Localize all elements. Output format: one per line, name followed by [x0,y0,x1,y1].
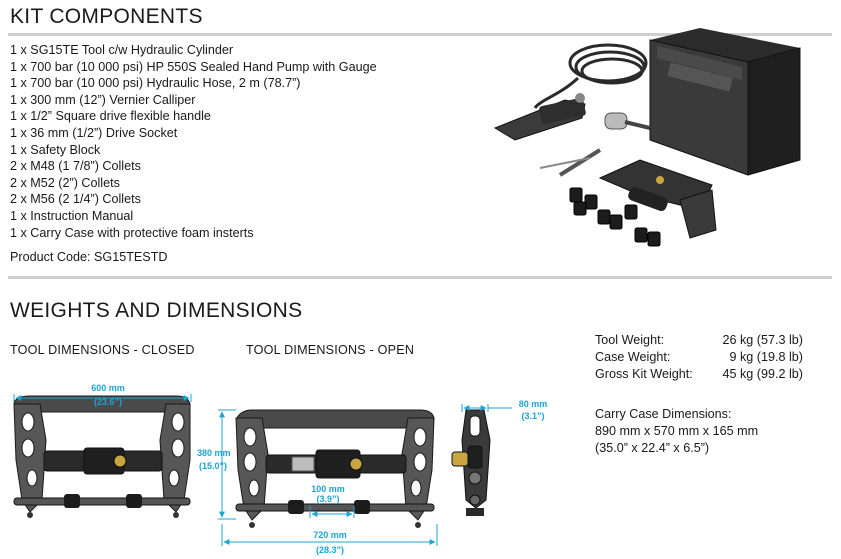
tool-weight-value: 26 kg (57.3 lb) [722,333,803,347]
hydraulic-hose-image [533,43,648,109]
case-weight-label: Case Weight: [595,350,671,364]
kit-items-list: 1 x SG15TE Tool c/w Hydraulic Cylinder 1… [10,42,377,241]
open-width-in: (28.3”) [316,545,344,555]
side-view-drawing [451,409,491,516]
gross-weight-row: Gross Kit Weight: 45 kg (99.2 lb) [595,367,803,381]
kit-item: 1 x Carry Case with protective foam inst… [10,225,254,240]
kit-item: 1 x Instruction Manual [10,208,134,223]
carry-case-metric: 890 mm x 570 mm x 165 mm [595,424,759,438]
kit-item: 2 x M52 (2”) Collets [10,175,120,190]
kit-item: 1 x 700 bar (10 000 psi) Hydraulic Hose,… [10,76,301,91]
kit-item: 2 x M56 (2 1/4”) Collets [10,192,141,207]
tool-weight-label: Tool Weight: [595,333,665,347]
depth-mm: 80 mm [519,399,548,409]
kit-item: 1 x 300 mm (12”) Vernier Calliper [10,92,196,107]
hand-pump-image [493,93,586,141]
closed-width-mm: 600 mm [91,383,125,393]
kit-item: 1 x 1/2” Square drive flexible handle [10,109,211,124]
kit-item: 2 x M48 (1 7/8”) Collets [10,159,141,174]
carry-case-image [649,28,801,176]
open-tool-drawing [235,409,435,528]
case-weight-row: Case Weight: 9 kg (19.8 lb) [595,350,803,364]
kit-components-heading: KIT COMPONENTS [10,5,203,28]
kit-item: 1 x 36 mm (1/2”) Drive Socket [10,125,178,140]
weights-dimensions-heading: WEIGHTS AND DIMENSIONS [10,299,303,322]
carry-case-title: Carry Case Dimensions: [595,407,732,421]
carry-case-imperial: (35.0” x 22.4” x 6.5”) [595,441,710,455]
closed-width-in: (23.6”) [94,397,122,407]
gross-weight-value: 45 kg (99.2 lb) [722,367,803,381]
tool-assembly-image [598,159,717,239]
gross-weight-label: Gross Kit Weight: [595,367,693,381]
collets-image [569,187,661,247]
stroke-in: (3.9”) [316,494,339,504]
kit-item: 1 x 700 bar (10 000 psi) HP 550S Sealed … [10,59,377,74]
open-dimensions-label: TOOL DIMENSIONS - OPEN [246,343,415,357]
flexible-handle-image [539,112,651,177]
section-divider [8,276,832,279]
closed-dimensions-label: TOOL DIMENSIONS - CLOSED [10,343,195,357]
depth-in: (3.1”) [521,411,544,421]
height-mm: 380 mm [197,448,231,458]
kit-item: 1 x Safety Block [10,142,101,157]
kit-item: 1 x SG15TE Tool c/w Hydraulic Cylinder [10,43,234,57]
stroke-mm: 100 mm [311,484,345,494]
tool-weight-row: Tool Weight: 26 kg (57.3 lb) [595,333,803,347]
height-in: (15.0”) [199,461,227,471]
product-code: Product Code: SG15TESTD [10,250,168,264]
closed-tool-drawing [13,395,191,518]
case-weight-value: 9 kg (19.8 lb) [729,350,803,364]
carry-case-dimensions: Carry Case Dimensions: 890 mm x 570 mm x… [595,406,758,457]
open-width-mm: 720 mm [313,530,347,540]
section-divider [8,33,832,36]
